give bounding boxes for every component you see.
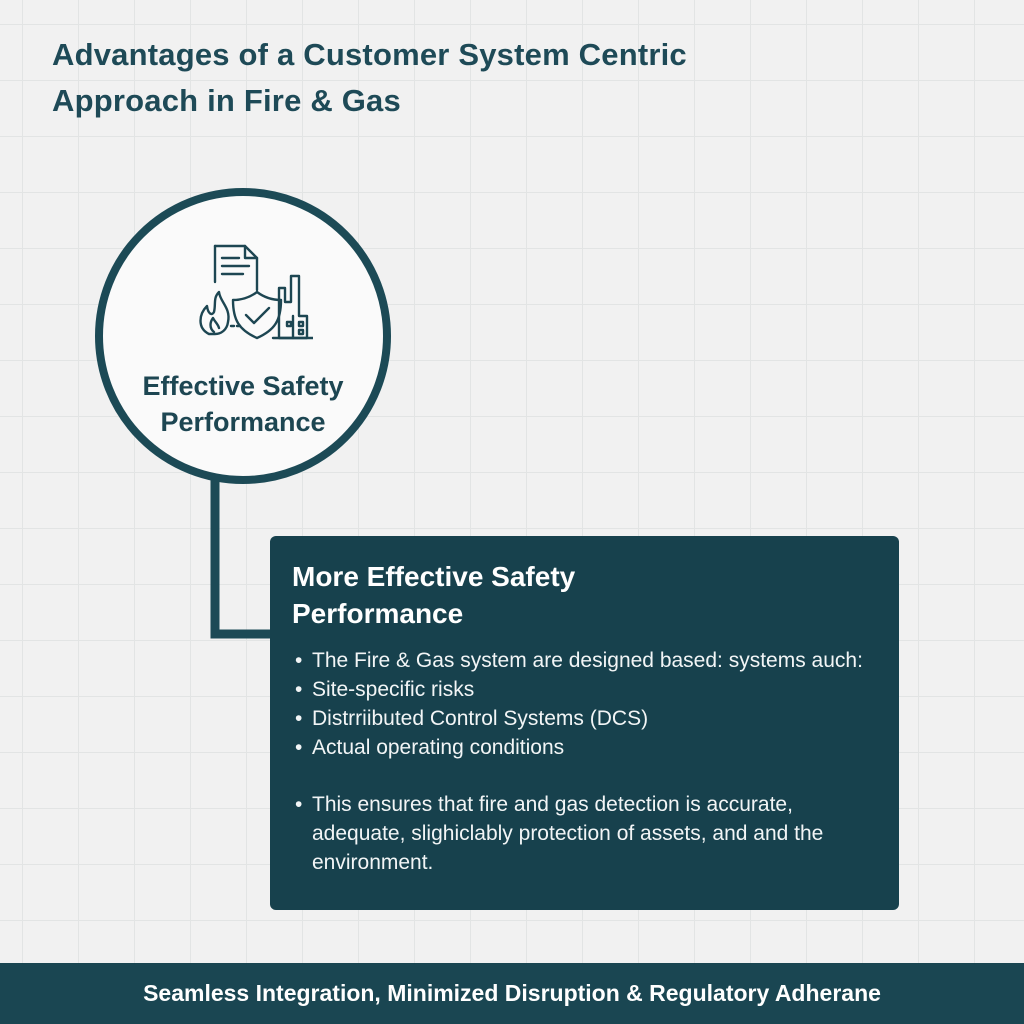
details-card: More Effective Safety Performance The Fi… bbox=[270, 536, 899, 910]
bullet-item: The Fire & Gas system are designed based… bbox=[292, 646, 879, 675]
page-title-line-2: Approach in Fire & Gas bbox=[52, 83, 401, 118]
circle-label-line-2: Performance bbox=[160, 407, 326, 437]
footer-banner: Seamless Integration, Minimized Disrupti… bbox=[0, 963, 1024, 1024]
bullet-item: Actual operating conditions bbox=[292, 733, 879, 762]
card-title-line-1: More Effective Safety bbox=[292, 561, 576, 592]
page-title-line-1: Advantages of a Customer System Centric bbox=[52, 37, 687, 72]
bullet-item: Distrriibuted Control Systems (DCS) bbox=[292, 704, 879, 733]
safety-performance-circle: Effective Safety Performance bbox=[95, 188, 391, 484]
bullet-item: This ensures that fire and gas detection… bbox=[292, 790, 879, 877]
card-title: More Effective Safety Performance bbox=[292, 558, 879, 632]
connector-line bbox=[210, 474, 275, 639]
bullet-item: Site-specific risks bbox=[292, 675, 879, 704]
circle-label-line-1: Effective Safety bbox=[142, 371, 344, 401]
page-title: Advantages of a Customer System Centric … bbox=[52, 32, 872, 124]
bullet-list: The Fire & Gas system are designed based… bbox=[292, 646, 879, 877]
card-title-line-2: Performance bbox=[292, 598, 464, 629]
document-fire-shield-factory-icon bbox=[199, 244, 313, 340]
circle-label: Effective Safety Performance bbox=[103, 368, 383, 440]
